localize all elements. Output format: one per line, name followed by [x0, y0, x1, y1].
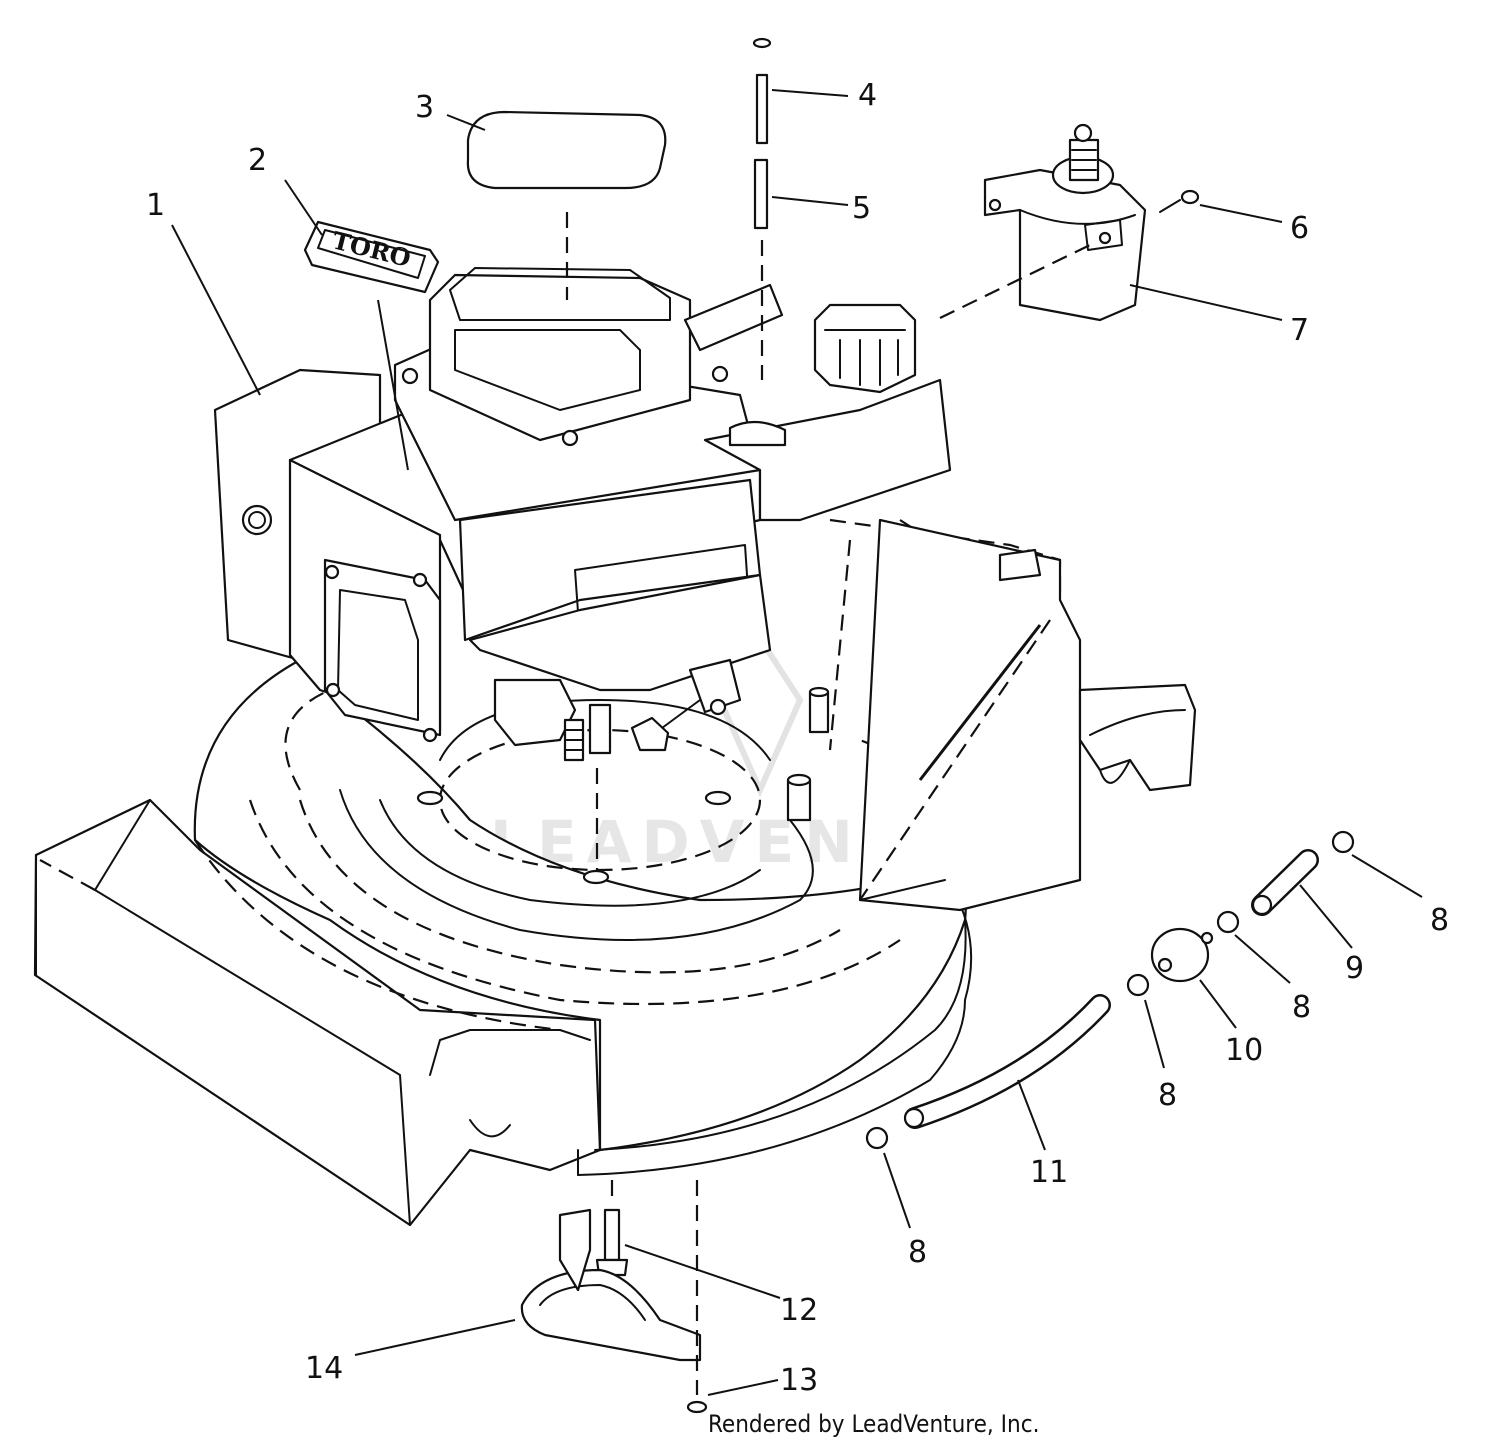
callout-8a: 8 [1430, 903, 1449, 938]
callout-8d: 8 [908, 1235, 927, 1270]
callout-9: 9 [1345, 951, 1364, 986]
mower-deck [33, 518, 1197, 1227]
callout-labels: 1 2 3 4 5 6 7 8 8 8 8 9 10 11 12 13 14 [146, 78, 1449, 1398]
hose-assembly [865, 830, 1355, 1150]
callout-2: 2 [248, 143, 267, 178]
callout-10: 10 [1225, 1033, 1263, 1068]
callout-7: 7 [1290, 313, 1309, 348]
starter-motor [983, 123, 1200, 322]
credit-text: Rendered by LeadVenture, Inc. [708, 1410, 1039, 1438]
toro-decal: TORO [303, 220, 440, 294]
callout-1: 1 [146, 188, 165, 223]
callout-14: 14 [305, 1351, 343, 1386]
callout-5: 5 [852, 191, 871, 226]
air-filter-pad [466, 110, 667, 190]
pin-parts [752, 37, 772, 230]
baffle-assembly [520, 1208, 708, 1414]
assembly-lines [565, 212, 1091, 1395]
callout-3: 3 [415, 90, 434, 125]
callout-6: 6 [1290, 211, 1309, 246]
callout-8b: 8 [1292, 990, 1311, 1025]
callout-13: 13 [780, 1363, 818, 1398]
leader-lines [171, 89, 1423, 1396]
callout-11: 11 [1030, 1155, 1068, 1190]
callout-8c: 8 [1158, 1078, 1177, 1113]
callout-4: 4 [858, 78, 877, 113]
callout-12: 12 [780, 1293, 818, 1328]
engine [213, 267, 1042, 762]
